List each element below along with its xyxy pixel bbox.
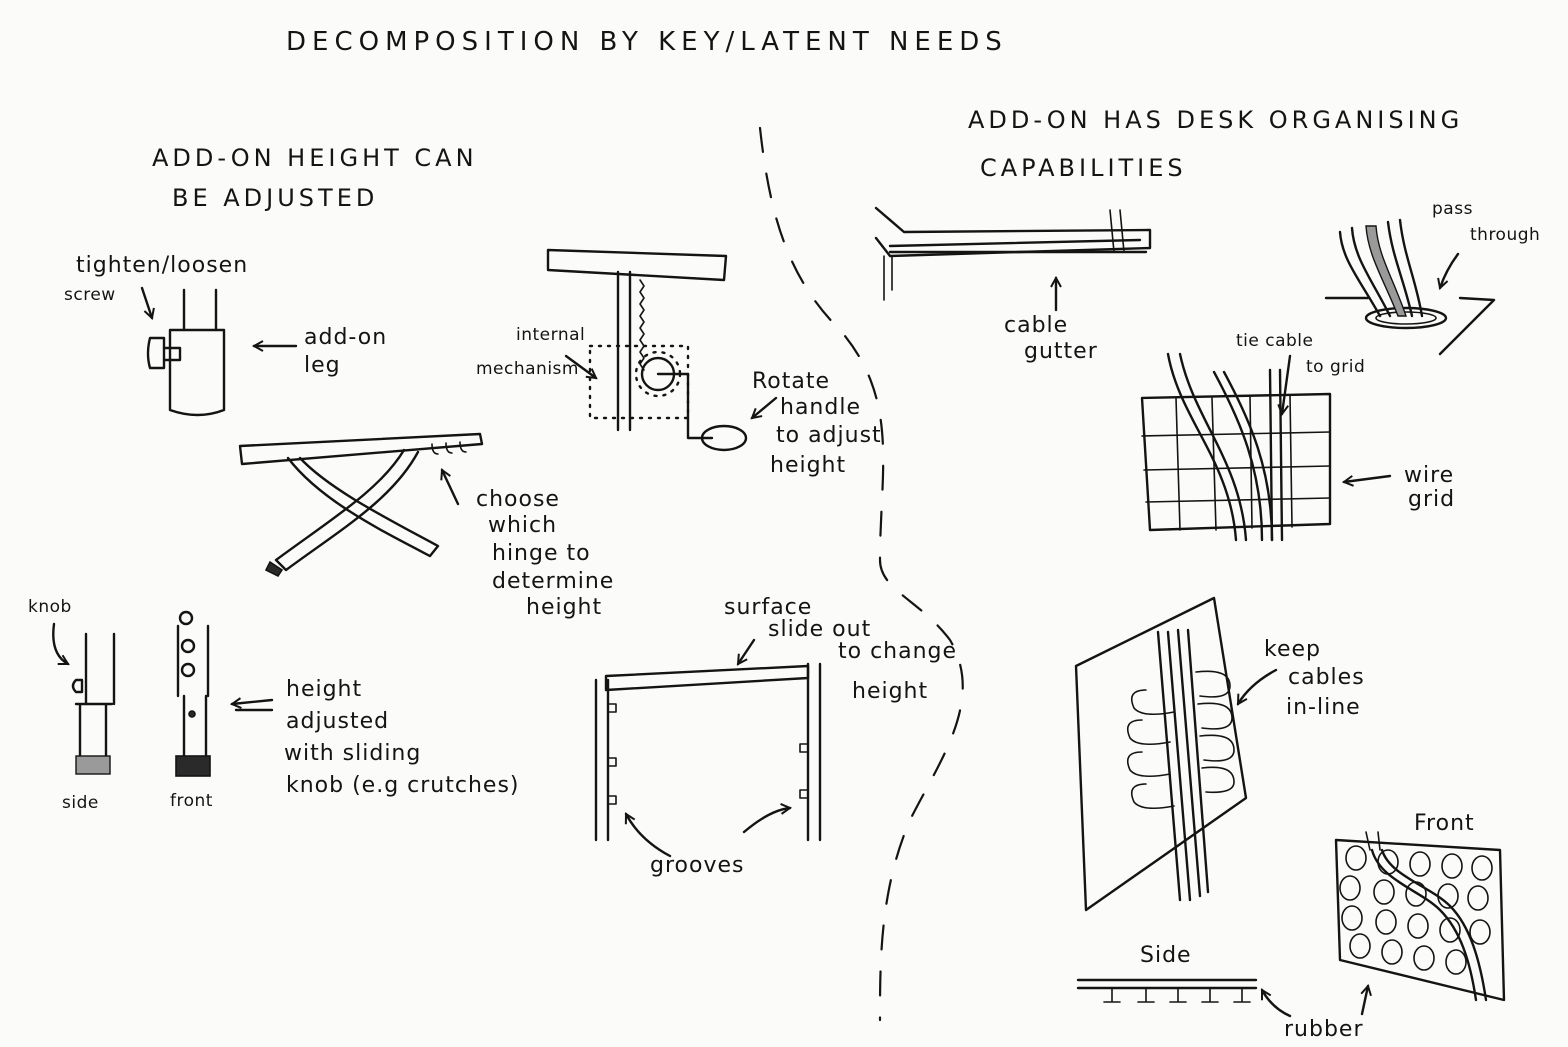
label-grid: grid [1408, 487, 1455, 512]
rubber-nubs [1340, 846, 1492, 974]
label-grooves: grooves [650, 853, 744, 878]
label-through: through [1470, 225, 1540, 245]
right-heading-line2: CAPABILITIES [980, 154, 1187, 182]
right-section-heading: ADD-ON HAS DESK ORGANISING CAPABILITIES [968, 106, 1463, 182]
hinge-table-sketch: choose which hinge to determine height [240, 434, 614, 620]
label-in-line: in-line [1286, 695, 1361, 720]
crank-mechanism-sketch: internal mechanism Rotate handle to adju… [476, 250, 882, 478]
label-knob-1: height [286, 677, 362, 702]
label-tie-cable: tie cable [1236, 331, 1314, 351]
label-knob-2: adjusted [286, 709, 389, 734]
label-rotate-4: height [770, 453, 846, 478]
label-tighten-loosen: tighten/loosen [76, 253, 248, 278]
left-heading-line2: BE ADJUSTED [172, 184, 378, 212]
page-title: DECOMPOSITION BY KEY/LATENT NEEDS [286, 27, 1008, 57]
label-side: Side [1140, 943, 1192, 968]
label-pass: pass [1432, 199, 1473, 219]
label-slide-4: height [852, 679, 928, 704]
label-hinge-4: determine [492, 569, 614, 594]
label-rotate-2: handle [780, 395, 861, 420]
pass-through-sketch: pass through [1326, 199, 1540, 354]
label-side-crutch: side [62, 793, 99, 813]
label-internal: internal [516, 325, 585, 345]
label-to-grid: to grid [1306, 357, 1365, 377]
screw-leg-sketch: tighten/loosen screw add-on leg [64, 253, 387, 415]
inline-cable-sketch: keep cables in-line [1076, 598, 1365, 910]
rubber-pad-sketch: Front Side rub [1078, 811, 1504, 1042]
label-keep: keep [1264, 637, 1321, 662]
label-rubber: rubber [1284, 1017, 1364, 1042]
label-front: Front [1414, 811, 1475, 836]
label-add-on: add-on [304, 325, 387, 350]
left-heading-line1: ADD-ON HEIGHT CAN [152, 144, 478, 172]
wire-grid-sketch: tie cable to grid wire grid [1142, 331, 1455, 540]
label-front-crutch: front [170, 791, 213, 811]
label-leg: leg [304, 353, 341, 378]
label-rotate-3: to adjust [776, 423, 882, 448]
left-section-heading: ADD-ON HEIGHT CAN BE ADJUSTED [152, 144, 478, 212]
label-hinge-1: choose [476, 487, 560, 512]
cable-gutter-sketch: cable gutter [876, 208, 1150, 364]
section-divider [760, 128, 963, 1020]
label-knob: knob [28, 597, 72, 617]
right-heading-line1: ADD-ON HAS DESK ORGANISING [968, 106, 1463, 134]
label-screw: screw [64, 285, 116, 305]
label-knob-3: with sliding [284, 741, 421, 766]
label-rotate-1: Rotate [752, 369, 830, 394]
label-hinge-3: hinge to [492, 541, 591, 566]
label-hinge-2: which [488, 513, 557, 538]
label-gutter: gutter [1024, 339, 1098, 364]
label-slide-3: to change [838, 639, 957, 664]
label-mechanism: mechanism [476, 359, 579, 379]
label-cables: cables [1288, 665, 1365, 690]
label-knob-4: knob (e.g crutches) [286, 773, 520, 798]
knob-crutch-sketch: knob side front height adjusted with sli… [28, 597, 520, 813]
label-hinge-5: height [526, 595, 602, 620]
label-cable: cable [1004, 313, 1068, 338]
label-wire: wire [1404, 463, 1454, 488]
